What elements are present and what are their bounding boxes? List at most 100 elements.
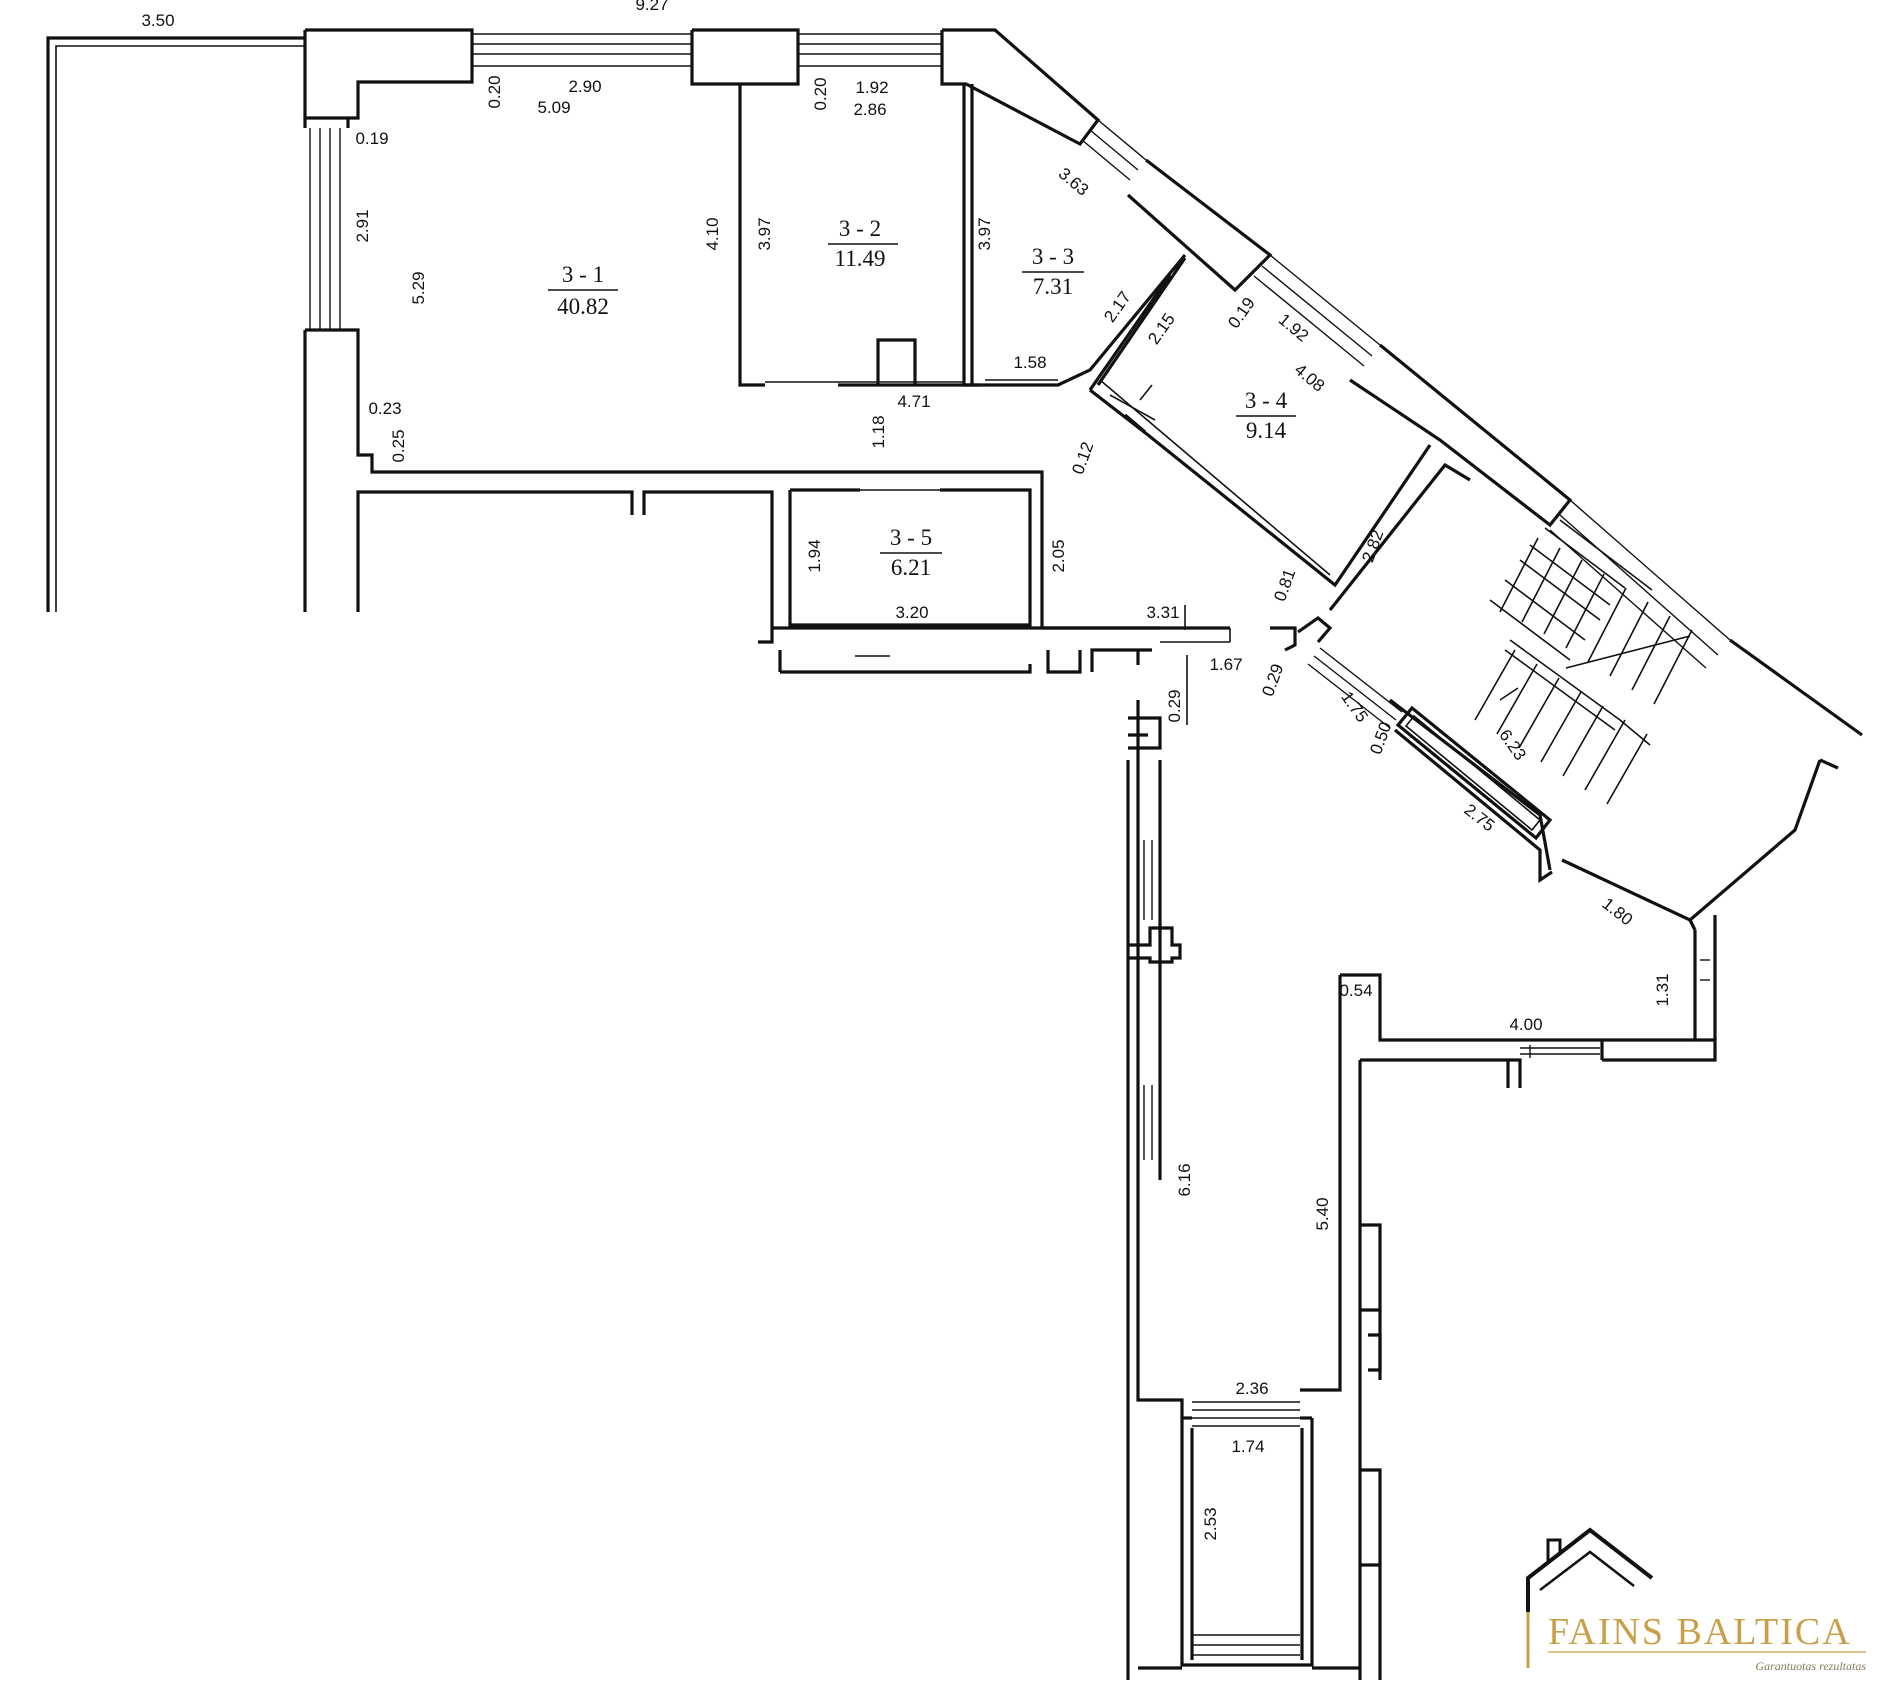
window-3-2-top xyxy=(798,33,942,67)
dim-label: 2.53 xyxy=(1201,1507,1220,1540)
dim-label: 3.50 xyxy=(141,11,174,30)
dim-label: 4.71 xyxy=(897,392,930,411)
room-3-3: 3 - 3 7.31 xyxy=(1022,244,1084,299)
dim-label: 0.54 xyxy=(1339,981,1372,1000)
dim-label: 1.80 xyxy=(1598,894,1636,929)
wall-stair-left xyxy=(1328,462,1471,611)
dim-label: 4.10 xyxy=(703,217,722,250)
dim-label: 0.23 xyxy=(368,399,401,418)
wall-right-niche-3 xyxy=(1368,1333,1382,1372)
wall-corridor-right-top xyxy=(1340,973,1695,1042)
window-right-side xyxy=(1700,959,1710,981)
window-hall-diag xyxy=(1307,647,1403,729)
window-bottom-room-top xyxy=(1192,1401,1300,1427)
wall-top-left-pier xyxy=(303,30,348,120)
wall-pier-top-mid xyxy=(690,28,800,86)
dim-label: 3.20 xyxy=(895,603,928,622)
wall-corridor-lower-left xyxy=(356,490,634,612)
dim-label: 1.18 xyxy=(869,415,888,448)
wall-3-4-bottom-thin xyxy=(1099,379,1331,576)
room-3-4-id: 3 - 4 xyxy=(1245,388,1288,413)
dim-label: 2.91 xyxy=(353,209,372,242)
dim-label: 0.12 xyxy=(1068,439,1097,477)
wall-corner-top-right xyxy=(940,28,1101,147)
door-3-4-mark xyxy=(1139,384,1153,401)
dim-label: 0.19 xyxy=(1224,294,1259,332)
wall-3-4-left-2 xyxy=(1088,274,1172,391)
room-3-3-area: 7.31 xyxy=(1033,274,1073,299)
wall-stub-1 xyxy=(1046,650,1082,674)
wall-stair-right-2 xyxy=(1819,758,1839,770)
dim-label: 1.92 xyxy=(855,78,888,97)
house-roof-icon xyxy=(1526,1527,1654,1612)
dim-label: 1.58 xyxy=(1013,353,1046,372)
brand-logo: FAINS BALTICA Garantuotas rezultatas xyxy=(1526,1527,1866,1673)
room-3-4-area: 9.14 xyxy=(1246,418,1287,443)
dim-label: 5.09 xyxy=(537,98,570,117)
dim-label: 2.82 xyxy=(1358,527,1387,565)
wall-right-niche-4 xyxy=(1360,1468,1382,1680)
dim-label: 2.75 xyxy=(1460,800,1498,835)
room-3-5-area: 6.21 xyxy=(891,555,931,580)
dim-label: 1.94 xyxy=(805,539,824,572)
room-3-3-id: 3 - 3 xyxy=(1032,244,1074,269)
chimney-3-2 xyxy=(876,338,917,385)
dim-label: 4.00 xyxy=(1509,1015,1542,1034)
dim-label: 5.40 xyxy=(1313,1197,1332,1230)
dim-label: 2.90 xyxy=(568,77,601,96)
room-3-2-area: 11.49 xyxy=(835,246,886,271)
dim-label: 0.50 xyxy=(1366,719,1395,757)
dim-label: 0.19 xyxy=(355,129,388,148)
dim-label: 4.08 xyxy=(1291,360,1329,396)
room-3-5: 3 - 5 6.21 xyxy=(880,525,942,580)
wall-3-4-bottom xyxy=(1089,388,1432,588)
dimension-labels: 3.50 9.27 0.20 2.90 5.09 0.20 1.92 2.86 … xyxy=(141,0,1672,1541)
wall-3-5-left xyxy=(788,488,1032,627)
logo-tagline: Garantuotas rezultatas xyxy=(1755,1659,1866,1673)
house-chimney-icon xyxy=(1546,1538,1562,1563)
walls xyxy=(46,28,1863,1680)
dim-label: 0.25 xyxy=(389,429,408,462)
room-3-1-area: 40.82 xyxy=(557,294,609,319)
dim-label: 0.20 xyxy=(811,77,830,110)
wall-diag-pier-1 xyxy=(1126,158,1273,293)
dim-label: 9.27 xyxy=(635,0,668,14)
window-right-wing xyxy=(1520,1045,1600,1058)
dim-label: 6.23 xyxy=(1495,726,1530,764)
wall-below-corridor xyxy=(780,664,1032,674)
dim-label: 3.31 xyxy=(1146,603,1179,622)
wall-3-2-left xyxy=(738,84,765,387)
dim-label: 0.20 xyxy=(485,75,504,108)
window-stairs xyxy=(1549,499,1731,669)
room-labels: 3 - 1 40.82 3 - 2 11.49 3 - 3 7.31 3 - 4… xyxy=(548,216,1296,580)
shaft-box-inner xyxy=(1404,714,1542,832)
dim-label: 2.36 xyxy=(1235,1379,1268,1398)
door-3-4 xyxy=(1109,394,1156,421)
stairs xyxy=(1474,519,1693,805)
dim-label: 2.15 xyxy=(1144,310,1179,348)
balcony-inner xyxy=(55,45,305,612)
room-3-4: 3 - 4 9.14 xyxy=(1236,388,1296,443)
wall-niche-2 xyxy=(1128,926,1182,964)
dim-label: 0.29 xyxy=(1258,661,1287,699)
logo-brand-text: FAINS BALTICA xyxy=(1548,1611,1852,1653)
wall-corridor-right-c xyxy=(1360,1058,1522,1088)
wall-niche-1 xyxy=(1128,716,1162,750)
wall-corridor-right-mid xyxy=(1300,975,1342,1392)
house-roof-inner-icon xyxy=(1539,1550,1635,1591)
balcony-outline xyxy=(46,36,305,612)
wall-door-right xyxy=(1297,615,1333,644)
wall-stub-2 xyxy=(1090,648,1152,672)
wall-corridor-vert-left xyxy=(1136,700,1184,1418)
door-3-4-leaf xyxy=(1123,413,1147,434)
dim-label: 3.97 xyxy=(755,217,774,250)
window-3-4 xyxy=(1253,254,1381,367)
window-corridor-2 xyxy=(1143,1085,1153,1160)
window-3-3 xyxy=(1081,119,1147,181)
window-3-1-left xyxy=(309,128,341,330)
dim-label: 6.16 xyxy=(1175,1163,1194,1196)
dim-label: 1.75 xyxy=(1337,688,1372,726)
dim-label: 2.86 xyxy=(853,100,886,119)
room-3-1-id: 3 - 1 xyxy=(562,262,604,287)
